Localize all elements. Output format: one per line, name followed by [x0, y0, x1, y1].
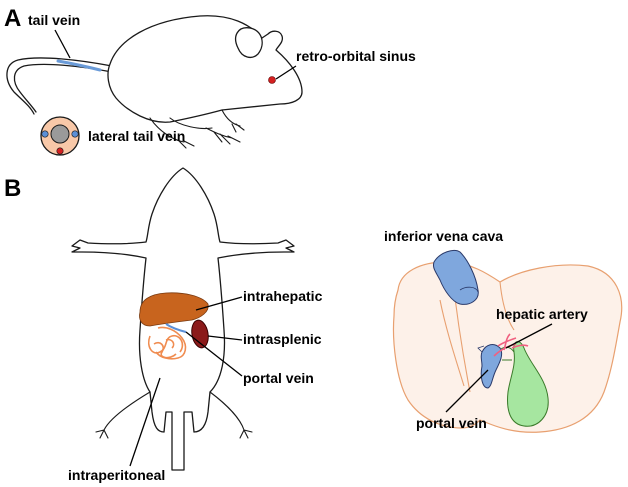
leader-hepatic-artery [505, 323, 553, 349]
inferior-vena-cava-shape [433, 249, 479, 305]
leader-portal-vein-left [185, 331, 243, 377]
label-inferior-vena-cava: inferior vena cava [384, 228, 503, 244]
panel-a-letter: A [4, 5, 21, 32]
label-tail-vein: tail vein [28, 12, 80, 28]
tail-vein-highlight [56, 59, 102, 72]
panel-b-letter: B [4, 175, 21, 202]
leader-portal-vein-right [445, 369, 489, 413]
lateral-vein-left-dot [41, 130, 49, 138]
label-portal-vein-left: portal vein [243, 370, 314, 386]
tail-cross-section [40, 116, 80, 156]
leader-tail-vein [54, 29, 71, 59]
leader-retro-orbital [275, 65, 297, 80]
liver-detail [392, 249, 623, 433]
label-hepatic-artery: hepatic artery [496, 306, 588, 322]
leader-intraperitoneal [129, 377, 161, 467]
spleen-shape [191, 319, 209, 349]
abdominal-organs [139, 292, 209, 360]
label-lateral-tail-vein: lateral tail vein [88, 128, 185, 144]
leader-intrahepatic [195, 296, 243, 311]
intestine [147, 326, 187, 360]
mouse-side-view [6, 15, 303, 149]
portal-vein-shape [480, 344, 503, 389]
label-intrasplenic: intrasplenic [243, 331, 322, 347]
label-intraperitoneal: intraperitoneal [68, 467, 165, 483]
hepatic-artery-shape [493, 333, 529, 357]
lateral-vein-right-dot [71, 130, 79, 138]
label-retro-orbital-sinus: retro-orbital sinus [296, 48, 416, 64]
portal-vein-small [165, 323, 187, 333]
retro-orbital-dot [268, 76, 276, 84]
leader-intrasplenic [207, 335, 243, 341]
liver-shape [139, 292, 209, 327]
label-portal-vein-right: portal vein [416, 415, 487, 431]
ventral-artery-dot [56, 147, 64, 155]
label-intrahepatic: intrahepatic [243, 288, 323, 304]
